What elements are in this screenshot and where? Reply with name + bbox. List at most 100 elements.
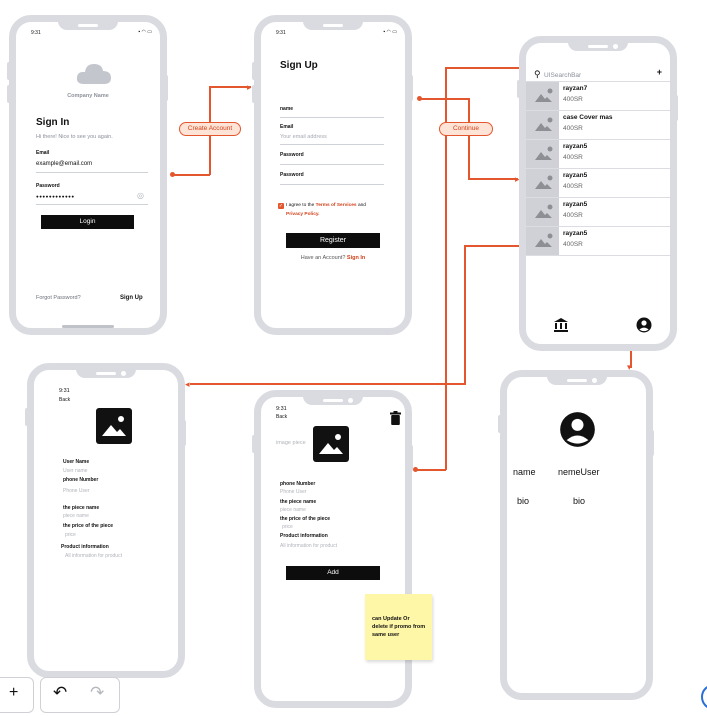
product-info-field[interactable]: All information for product [65, 553, 122, 559]
piece-price-field[interactable]: price [282, 524, 293, 530]
status-time: 9:31 [276, 406, 287, 412]
add-product-screen: 9:31 Back image piece phone Number Phone… [254, 390, 412, 708]
list-item[interactable]: rayzan7 400SR [526, 82, 670, 111]
password-field[interactable]: ●●●●●●●●●●●● [36, 194, 75, 199]
bio-label: bio [517, 496, 530, 506]
name-label: name [280, 106, 294, 112]
password-label: Password [36, 183, 60, 189]
forgot-password-link[interactable]: Forgot Password? [36, 295, 81, 301]
create-account-label: Create Account [179, 122, 241, 136]
list-item[interactable]: rayzan5 400SR [526, 140, 670, 169]
undo-icon[interactable]: ↶ [53, 683, 68, 702]
image-placeholder-icon [526, 82, 559, 110]
image-placeholder-icon [526, 227, 559, 255]
signup-title: Sign Up [280, 60, 318, 71]
phone-field[interactable]: Phone User [63, 488, 90, 494]
list-item[interactable]: case Cover mas 400SR [526, 111, 670, 140]
add-icon[interactable]: + [656, 67, 662, 77]
piece-name-field[interactable]: piece name [280, 507, 306, 513]
item-name: rayzan5 [563, 172, 588, 179]
item-price: 400SR [563, 125, 583, 132]
profile-screen: name nemeUser bio bio [500, 370, 653, 700]
list-item[interactable]: rayzan5 400SR [526, 169, 670, 198]
piece-name-label: the piece name [63, 505, 100, 511]
product-info-field[interactable]: All information for product [280, 543, 337, 549]
item-name: case Cover mas [563, 114, 613, 121]
status-icons: ▪ ◠ ▭ [383, 29, 397, 35]
help-icon[interactable] [701, 684, 707, 710]
list-item[interactable]: rayzan5 400SR [526, 227, 670, 256]
list-item[interactable]: rayzan5 400SR [526, 198, 670, 227]
piece-name-field[interactable]: piece name [63, 513, 89, 519]
sticky-note-text: can Update Or delete if promo from same … [372, 616, 426, 638]
email-label: Email [36, 150, 50, 156]
user-name-label: User Name [63, 459, 90, 465]
item-price: 400SR [563, 154, 583, 161]
item-name: rayzan7 [563, 85, 588, 92]
email-label: Email [280, 124, 294, 130]
item-price: 400SR [563, 96, 583, 103]
item-name: rayzan5 [563, 201, 588, 208]
redo-icon[interactable]: ↷ [90, 683, 105, 702]
trash-icon[interactable] [390, 411, 401, 425]
product-info-label: Product information [61, 544, 109, 550]
product-list: rayzan7 400SR case Cover mas 400SR rayza… [526, 82, 670, 262]
user-name-field[interactable]: User name [63, 468, 88, 474]
email-field[interactable]: Your email address [280, 134, 327, 140]
item-price: 400SR [563, 241, 583, 248]
phone-label: phone Number [280, 481, 316, 487]
signin-subtitle: Hi there! Nice to see you again. [36, 134, 113, 140]
have-account-row: Have an Account? Sign In [300, 255, 366, 261]
eye-icon[interactable]: ◎ [137, 191, 144, 200]
name-value: nemeUser [558, 467, 600, 477]
search-icon[interactable]: ⚲ [534, 69, 541, 79]
signup-link[interactable]: Sign Up [120, 295, 143, 301]
terms-link[interactable]: Terms of Services [315, 203, 357, 208]
signin-link[interactable]: Sign In [346, 255, 366, 261]
item-name: rayzan5 [563, 230, 588, 237]
image-icon[interactable] [96, 408, 132, 444]
company-name: Company Name [67, 93, 109, 99]
image-placeholder-icon [526, 140, 559, 168]
image-placeholder-icon [526, 198, 559, 226]
add-tool[interactable]: + [0, 677, 34, 713]
add-button[interactable]: Add [286, 566, 380, 580]
email-field[interactable]: example@email.com [36, 161, 93, 167]
name-label: name [513, 467, 536, 477]
user-icon[interactable] [636, 317, 652, 333]
signup-screen: 9:31 ▪ ◠ ▭ Sign Up name Email Your email… [254, 15, 412, 335]
password-confirm-label: Password [280, 172, 304, 178]
bio-value: bio [573, 496, 586, 506]
home-indicator [62, 325, 114, 328]
search-input[interactable]: UISearchBar [544, 72, 582, 79]
agree-text: I agree to the Terms of Services and [286, 203, 366, 208]
history-toolbar: ↶ ↷ [40, 677, 120, 713]
item-name: rayzan5 [563, 143, 588, 150]
agree-checkbox[interactable]: ✓ [278, 203, 284, 209]
sticky-note: can Update Or delete if promo from same … [365, 594, 432, 660]
back-button[interactable]: Back [59, 397, 71, 403]
item-price: 400SR [563, 183, 583, 190]
image-placeholder-icon [526, 169, 559, 197]
privacy-link[interactable]: Privacy Policy. [286, 212, 320, 217]
phone-label: phone Number [63, 477, 99, 483]
image-label: image piece [276, 440, 306, 446]
piece-price-label: the price of the piece [63, 523, 114, 529]
product-list-screen: ⚲ UISearchBar + rayzan7 400SR case Cover… [519, 36, 677, 351]
phone-field[interactable]: Phone User [280, 489, 307, 495]
image-placeholder-icon [526, 111, 559, 139]
signin-screen: 9:31 ▪ ◠ ▭ Company Name Sign In Hi there… [9, 15, 167, 335]
status-time: 9:31 [31, 30, 41, 36]
status-time: 9:31 [59, 388, 70, 394]
status-time: 9:31 [276, 30, 286, 36]
product-detail-screen: 9:31 Back User Name User name phone Numb… [27, 363, 185, 678]
image-icon[interactable] [313, 426, 349, 462]
back-button[interactable]: Back [276, 414, 288, 420]
cloud-logo-icon [76, 64, 111, 84]
piece-price-field[interactable]: price [65, 532, 76, 538]
register-button[interactable]: Register [286, 233, 380, 248]
bank-icon[interactable] [553, 317, 569, 333]
login-button[interactable]: Login [41, 215, 134, 229]
profile-avatar-icon [560, 412, 595, 447]
add-icon: + [9, 684, 19, 701]
